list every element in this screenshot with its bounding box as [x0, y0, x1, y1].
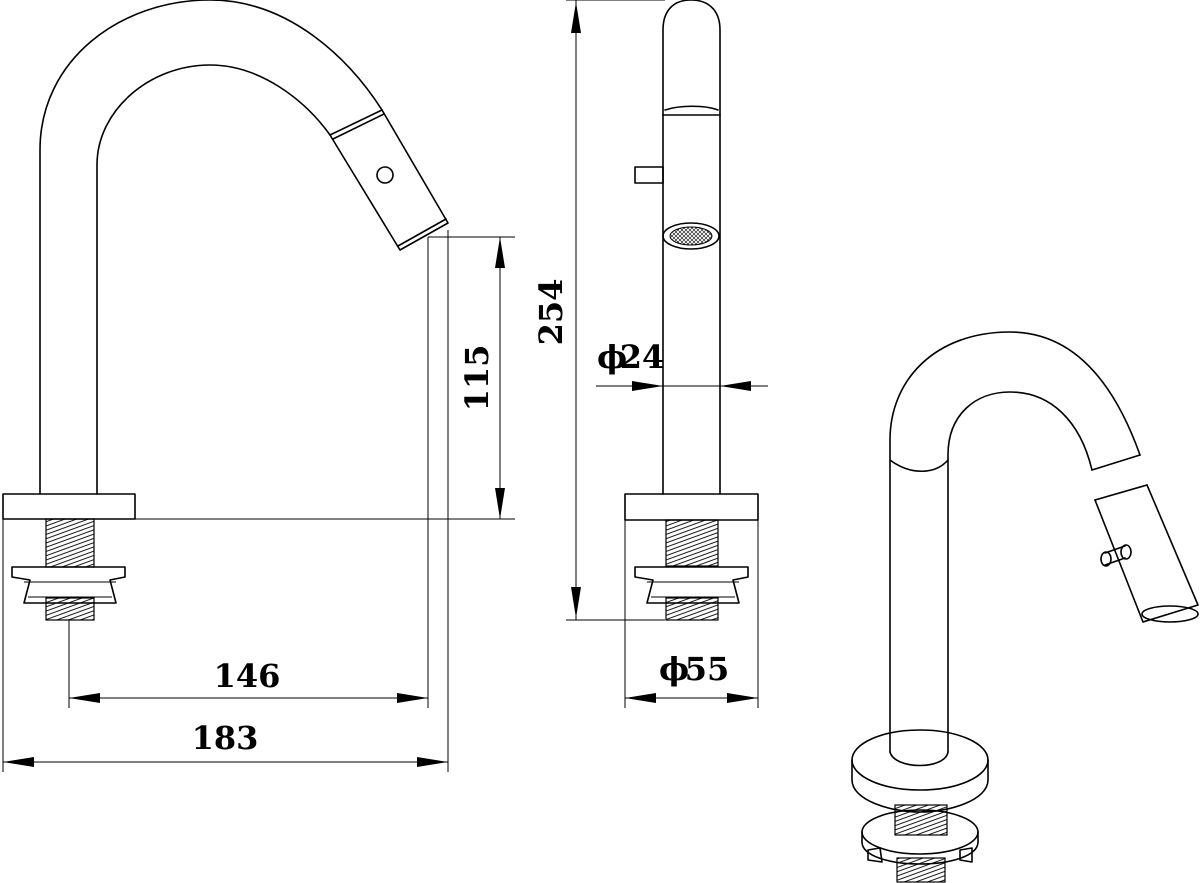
iso-spout-outer [889, 331, 1141, 753]
spout-band [329, 109, 383, 136]
spout-outer-contour [39, 0, 383, 495]
iso-tip [1094, 484, 1199, 623]
front-view [624, 0, 759, 621]
side-view [2, 0, 449, 621]
iso-flange-top [851, 729, 989, 791]
front-band [662, 105, 721, 116]
iso-spout-inner [947, 391, 1093, 753]
dim-label-146: 146 [214, 657, 281, 695]
aerator-mesh [669, 226, 713, 246]
threaded-stem-front [665, 519, 719, 567]
dim-label-254: 254 [532, 279, 570, 346]
diameter-symbol-24: ϕ [597, 338, 627, 376]
iso-tip-end [1141, 605, 1199, 623]
iso-bracket [867, 847, 973, 863]
spout-inner-contour [96, 64, 331, 495]
aerator-button [376, 166, 394, 184]
dim-label-183: 183 [192, 719, 259, 757]
front-body-top [662, 0, 721, 116]
iso-flange-side [851, 759, 989, 813]
front-base-flange [624, 493, 759, 521]
lower-thread-side [45, 597, 95, 621]
front-body [662, 114, 721, 495]
mounting-bracket-front [634, 566, 749, 604]
aerator-outer [662, 222, 720, 250]
diameter-symbol-55: ϕ [659, 650, 689, 688]
dim-label-115: 115 [458, 345, 496, 412]
dimension-labels: 146 183 115 254 ϕ 24 ϕ 55 [192, 279, 730, 757]
mounting-bracket-side [11, 566, 126, 604]
dim-label-55: 55 [685, 650, 730, 688]
iso-band [1091, 454, 1148, 501]
dim-label-24: 24 [620, 338, 665, 376]
lever-stub [634, 166, 664, 184]
base-flange [2, 493, 136, 520]
lower-thread-front [665, 597, 719, 621]
isometric-view [851, 331, 1199, 883]
iso-lower-thread [896, 857, 946, 883]
iso-collar [889, 459, 949, 472]
threaded-stem-side [45, 518, 95, 568]
spout-tip [329, 109, 449, 251]
dimension-lines [2, 0, 768, 772]
